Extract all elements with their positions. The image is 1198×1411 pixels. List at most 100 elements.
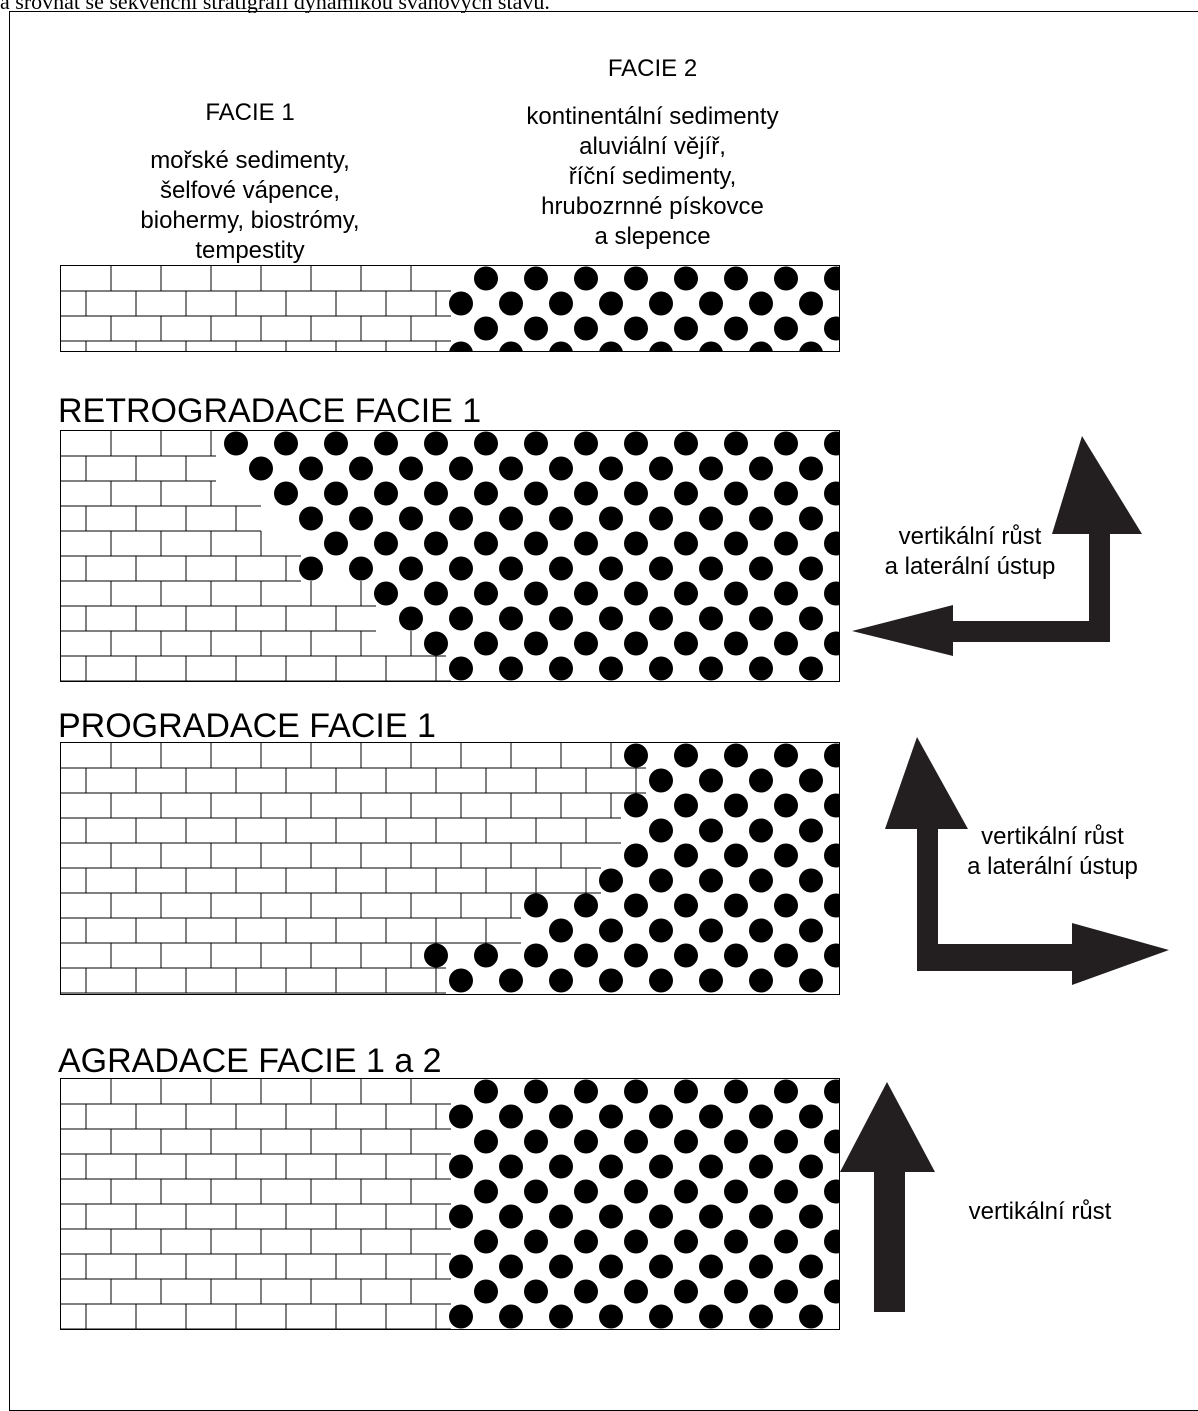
- pebble-dot: [799, 868, 823, 893]
- pebble-dot: [699, 1204, 723, 1229]
- strata-row: [61, 1204, 823, 1230]
- strata-row: [61, 968, 823, 994]
- pebble-dot: [774, 481, 798, 506]
- pebble-dot: [649, 606, 673, 631]
- pebble-dot: [824, 793, 839, 818]
- strata-row: [61, 606, 823, 632]
- pebble-dot: [549, 291, 573, 316]
- pebble-dot: [449, 556, 473, 581]
- pebble-dot: [674, 1129, 698, 1154]
- strata-row: [61, 631, 839, 657]
- pebble-dot: [699, 818, 723, 843]
- pebble-dot: [749, 1104, 773, 1129]
- pebble-dot: [299, 556, 323, 581]
- pebble-dot: [799, 606, 823, 631]
- pebble-dot: [374, 531, 398, 556]
- pebble-dot: [699, 456, 723, 481]
- pebble-dot: [599, 556, 623, 581]
- pebble-dot: [649, 656, 673, 681]
- pebble-dot: [349, 506, 373, 531]
- pebble-dot: [724, 531, 748, 556]
- pebble-dot: [624, 743, 648, 768]
- pebble-dot: [674, 431, 698, 456]
- pebble-dot: [724, 1179, 748, 1204]
- pebble-dot: [674, 631, 698, 656]
- pebble-dot: [499, 1104, 523, 1129]
- pebble-dot: [674, 1229, 698, 1254]
- strata-row: [61, 431, 839, 457]
- pebble-dot: [449, 1104, 473, 1129]
- strata-row: [61, 556, 823, 582]
- pebble-dot: [674, 581, 698, 606]
- pebble-dot: [749, 606, 773, 631]
- pebble-dot: [474, 266, 498, 291]
- strata-row: [61, 918, 823, 944]
- pebble-dot: [474, 1179, 498, 1204]
- pebble-dot: [724, 743, 748, 768]
- arrow-label-retrogradace: vertikální růst a laterální ústup: [884, 523, 1056, 580]
- facie1-description: mořské sedimenty, šelfové vápence, biohe…: [140, 147, 360, 264]
- pebble-dot: [549, 1104, 573, 1129]
- pebble-dot: [799, 1304, 823, 1329]
- pebble-dot: [574, 943, 598, 968]
- pebble-dot: [824, 631, 839, 656]
- pebble-dot: [699, 291, 723, 316]
- pebble-dot: [749, 291, 773, 316]
- strata-svg-progradace: [61, 743, 839, 994]
- strata-row: [61, 316, 839, 342]
- strata-row: [85, 341, 823, 351]
- pebble-dot: [799, 656, 823, 681]
- pebble-dot: [649, 1304, 673, 1329]
- strata-row: [61, 1154, 823, 1180]
- pebble-dot: [799, 291, 823, 316]
- pebble-dot: [774, 631, 798, 656]
- pebble-dot: [549, 606, 573, 631]
- arrow-label-agradace: vertikální růst: [968, 1198, 1112, 1225]
- pebble-dot: [449, 1254, 473, 1279]
- pebble-dot: [599, 868, 623, 893]
- pebble-dot: [699, 768, 723, 793]
- pebble-dot: [549, 506, 573, 531]
- pebble-dot: [749, 868, 773, 893]
- pebble-dot: [524, 1279, 548, 1304]
- pebble-dot: [624, 481, 648, 506]
- pebble-dot: [599, 1204, 623, 1229]
- strata-row: [61, 1129, 839, 1155]
- pebble-dot: [724, 631, 748, 656]
- pebble-dot: [624, 431, 648, 456]
- pebble-dot: [649, 968, 673, 993]
- pebble-dot: [699, 1104, 723, 1129]
- strata-row: [61, 581, 839, 607]
- pebble-dot: [549, 1154, 573, 1179]
- pebble-dot: [774, 316, 798, 341]
- pebble-dot: [499, 606, 523, 631]
- section-title-agradace: AGRADACE FACIE 1 a 2: [58, 1042, 442, 1080]
- pebble-dot: [374, 581, 398, 606]
- pebble-dot: [724, 843, 748, 868]
- pebble-dot: [624, 316, 648, 341]
- strata-row: [61, 1179, 839, 1205]
- pebble-dot: [399, 606, 423, 631]
- pebble-dot: [624, 793, 648, 818]
- pebble-dot: [499, 456, 523, 481]
- pebble-dot: [674, 1279, 698, 1304]
- section-title-progradace: PROGRADACE FACIE 1: [58, 707, 436, 745]
- section-title-retrogradace: RETROGRADACE FACIE 1: [58, 392, 482, 430]
- strata-row: [61, 1254, 823, 1280]
- pebble-dot: [749, 656, 773, 681]
- pebble-dot: [574, 431, 598, 456]
- pebble-dot: [724, 893, 748, 918]
- pebble-dot: [574, 1279, 598, 1304]
- pebble-dot: [499, 968, 523, 993]
- pebble-dot: [524, 316, 548, 341]
- pebble-dot: [599, 918, 623, 943]
- pebble-dot: [449, 968, 473, 993]
- pebble-dot: [449, 341, 473, 351]
- pebble-dot: [724, 793, 748, 818]
- strata-panel-progradace: [60, 742, 840, 995]
- pebble-dot: [649, 556, 673, 581]
- pebble-dot: [424, 481, 448, 506]
- pebble-dot: [799, 1254, 823, 1279]
- pebble-dot: [724, 316, 748, 341]
- pebble-dot: [699, 1254, 723, 1279]
